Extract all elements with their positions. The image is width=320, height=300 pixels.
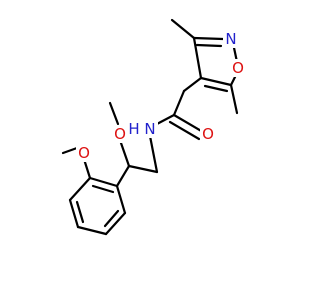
bond-ch2-ch [127, 164, 159, 174]
bond-c5-c4 [199, 76, 233, 87]
benzene-ring [61, 146, 127, 236]
bond-ar6-ar1 [115, 184, 127, 215]
bond-methyl-c3 [170, 18, 196, 40]
bond-ar1-ar2-inner [91, 184, 115, 194]
bond-ar2-ar3 [68, 176, 92, 202]
bond-c5-c4-double [203, 84, 229, 93]
atom-amide-h: H [128, 120, 139, 138]
atom-amide-o: O [202, 125, 214, 143]
atom-isoxazole-o: O [232, 59, 244, 77]
bond-ar5-ar6 [104, 211, 127, 236]
ethyl-chain [108, 101, 159, 188]
bond-c4-ch2 [182, 76, 203, 93]
bond-c3-c4 [192, 36, 203, 80]
atom-methoxy-o-chain: O [114, 125, 126, 143]
bond-n-ch2 [148, 134, 159, 174]
atom-isoxazole-n: N [225, 30, 236, 48]
bond-ch-aryl [115, 164, 131, 188]
bond-carbonyl-n [153, 113, 176, 127]
bond-carbonyl-o [172, 113, 205, 134]
bond-ar5-ar6-inner [103, 209, 120, 228]
bond-carbonyl-o-double [168, 120, 201, 141]
atom-labels: N O O N H O O [76, 30, 246, 162]
molecule-structure: N O O N H O O [61, 18, 246, 236]
amide-linker [153, 76, 205, 141]
bond-c3-n-double-2 [195, 43, 223, 48]
bond-ch2-carbonyl [172, 89, 186, 117]
bond-c3-n-double [192, 36, 225, 41]
bond-ch-o [119, 141, 131, 168]
bond-ar3-ar4-inner [75, 200, 85, 224]
bond-ar4-ar5 [76, 225, 108, 236]
atom-methoxy-o-ring: O [78, 144, 90, 162]
bond-o-methyl [108, 101, 120, 126]
bond-ar3-ar4 [68, 198, 80, 229]
bond-ar1-ar2 [88, 176, 119, 188]
atom-amide-nh: N [144, 120, 155, 138]
bond-o-methyl-ring [61, 146, 79, 155]
bond-c5-methyl [229, 83, 239, 115]
